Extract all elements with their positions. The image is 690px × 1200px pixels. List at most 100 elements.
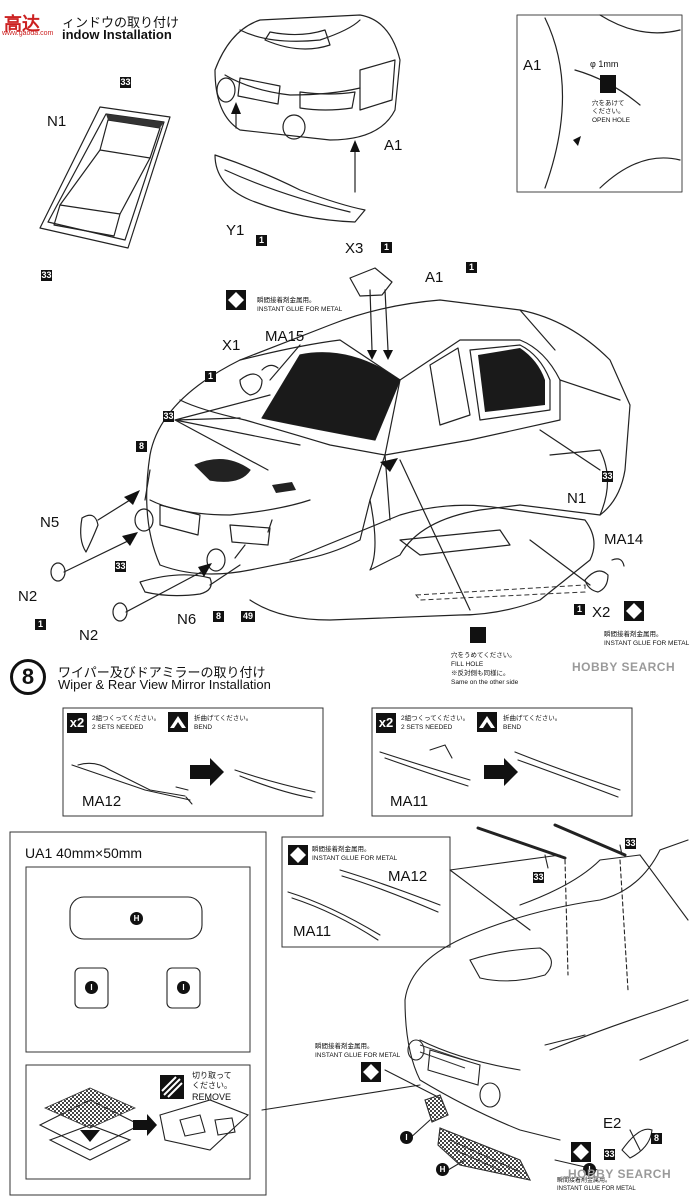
label-x2: X2 — [592, 604, 611, 621]
part-number-33: 33 — [602, 471, 613, 482]
part-ma15 — [261, 364, 279, 371]
part-number-33: 33 — [115, 561, 126, 572]
label-a1-inset: A1 — [523, 57, 542, 74]
bend-en: BEND — [503, 724, 522, 731]
remove-icon — [160, 1075, 184, 1099]
part-number-33: 33 — [604, 1149, 615, 1160]
label-ma11: MA11 — [293, 923, 332, 940]
label-ma12: MA12 — [82, 793, 122, 810]
part-number-33: 33 — [163, 411, 174, 422]
ua1-label: UA1 40mm×50mm — [25, 845, 143, 861]
step8-title-jp: ワイパー及びドアミラーの取り付け — [58, 665, 266, 680]
same-side-jp: ※反対側も同様に。 — [451, 670, 510, 677]
glue-note-jp: 瞬間接着剤金属用。 — [557, 1178, 612, 1184]
part-number-33: 33 — [41, 270, 52, 281]
mark-h: H — [436, 1163, 449, 1176]
part-n6 — [139, 574, 212, 597]
mark-h: H — [130, 912, 143, 925]
fill-hole-en: FILL HOLE — [451, 661, 484, 668]
mark-i: I — [177, 981, 190, 994]
part-number-1: 1 — [466, 262, 477, 273]
bend-jp: 折曲げてください。 — [503, 715, 562, 722]
label-n1-frame: N1 — [47, 113, 67, 130]
step8-title-en: Wiper & Rear View Mirror Installation — [58, 677, 271, 692]
glue-note-en: INSTANT GLUE FOR METAL — [312, 855, 398, 862]
step7-title-en: indow Installation — [62, 27, 172, 42]
part-number-1: 1 — [574, 604, 585, 615]
bend-icon — [168, 712, 188, 732]
sets-en: 2 SETS NEEDED — [92, 724, 144, 731]
part-number-8: 8 — [136, 441, 147, 452]
part-ma14 — [611, 558, 625, 567]
part-number-1: 1 — [256, 235, 267, 246]
part-number-33: 33 — [120, 77, 131, 88]
drill-icon — [600, 75, 616, 93]
glue-note-jp: 瞬間接着剤金属用。 — [315, 1043, 374, 1050]
part-n2-b — [112, 602, 128, 622]
mark-i: I — [400, 1131, 413, 1144]
label-ma11: MA11 — [390, 793, 429, 810]
glue-note-jp: 瞬間接着剤金属用。 — [312, 846, 371, 853]
glue-diamond-icon — [624, 601, 644, 621]
part-number-49: 49 — [241, 611, 255, 622]
label-n6: N6 — [177, 611, 197, 628]
glue-note-en: INSTANT GLUE FOR METAL — [257, 306, 343, 313]
remove-jp: 切り取って ください。 — [192, 1071, 232, 1090]
bend-en: BEND — [194, 724, 213, 731]
watermark-logo: 高达 — [4, 10, 40, 36]
watermark-hobbysearch: HOBBY SEARCH — [568, 1167, 672, 1181]
fill-hole-icon — [470, 627, 486, 643]
front-car-view — [214, 14, 401, 223]
inset-hole-jp: 穴をあけて ください。 — [592, 100, 625, 115]
watermark-logo-text: 高达 — [4, 14, 40, 34]
glue-diamond-icon — [571, 1142, 591, 1162]
remove-en: REMOVE — [192, 1092, 232, 1102]
part-number-33: 33 — [533, 872, 544, 883]
bend-jp: 折曲げてください。 — [194, 715, 253, 722]
part-number-1: 1 — [381, 242, 392, 253]
car-body-main — [134, 299, 631, 621]
part-x2 — [584, 570, 609, 593]
sets-jp: 2組つくってください。 — [92, 715, 161, 722]
mark-i: I — [85, 981, 98, 994]
part-number-8: 8 — [651, 1133, 662, 1144]
same-side-en: Same on the other side — [451, 679, 519, 686]
label-ma15: MA15 — [265, 328, 305, 345]
glue-note-en: INSTANT GLUE FOR METAL — [315, 1052, 401, 1059]
glue-diamond-icon — [226, 290, 246, 310]
label-e2: E2 — [603, 1115, 622, 1132]
label-x1: X1 — [222, 337, 241, 354]
glue-note-en: INSTANT GLUE FOR METAL — [604, 640, 690, 647]
part-n5 — [80, 514, 99, 553]
sets-jp: 2組つくってください。 — [401, 715, 470, 722]
part-x1 — [239, 373, 263, 396]
label-ma12: MA12 — [388, 868, 428, 885]
glue-note-en: INSTANT GLUE FOR METAL — [557, 1186, 636, 1192]
mark-i: I — [583, 1163, 596, 1176]
watermark-url: www.gaoda.com — [2, 30, 53, 37]
label-a1-car: A1 — [425, 269, 444, 286]
label-n1-floor: N1 — [567, 490, 587, 507]
watermark-url-text: www.gaoda.com — [2, 30, 54, 37]
glue-note-jp: 瞬間接着剤金属用。 — [257, 297, 316, 304]
label-a1-front: A1 — [384, 137, 403, 154]
part-number-1: 1 — [205, 371, 216, 382]
label-ma14: MA14 — [604, 531, 644, 548]
glue-diamond-icon — [288, 845, 308, 865]
label-n2-a: N2 — [18, 588, 38, 605]
inset-hole-size: φ 1mm — [590, 59, 619, 69]
multiplier-x2: x2 — [376, 713, 396, 733]
watermark-hobbysearch: HOBBY SEARCH — [572, 660, 676, 674]
fill-hole-jp: 穴をうめてください。 — [451, 652, 516, 659]
label-y1: Y1 — [226, 222, 245, 239]
step7-title-jp: ィンドウの取り付け — [62, 15, 180, 30]
label-n5: N5 — [40, 514, 60, 531]
part-number-8: 8 — [213, 611, 224, 622]
bend-icon — [477, 712, 497, 732]
part-number-33: 33 — [625, 838, 636, 849]
sets-en: 2 SETS NEEDED — [401, 724, 453, 731]
label-n2-b: N2 — [79, 627, 99, 644]
step-number: 8 — [10, 659, 46, 695]
multiplier-x2: x2 — [67, 713, 87, 733]
